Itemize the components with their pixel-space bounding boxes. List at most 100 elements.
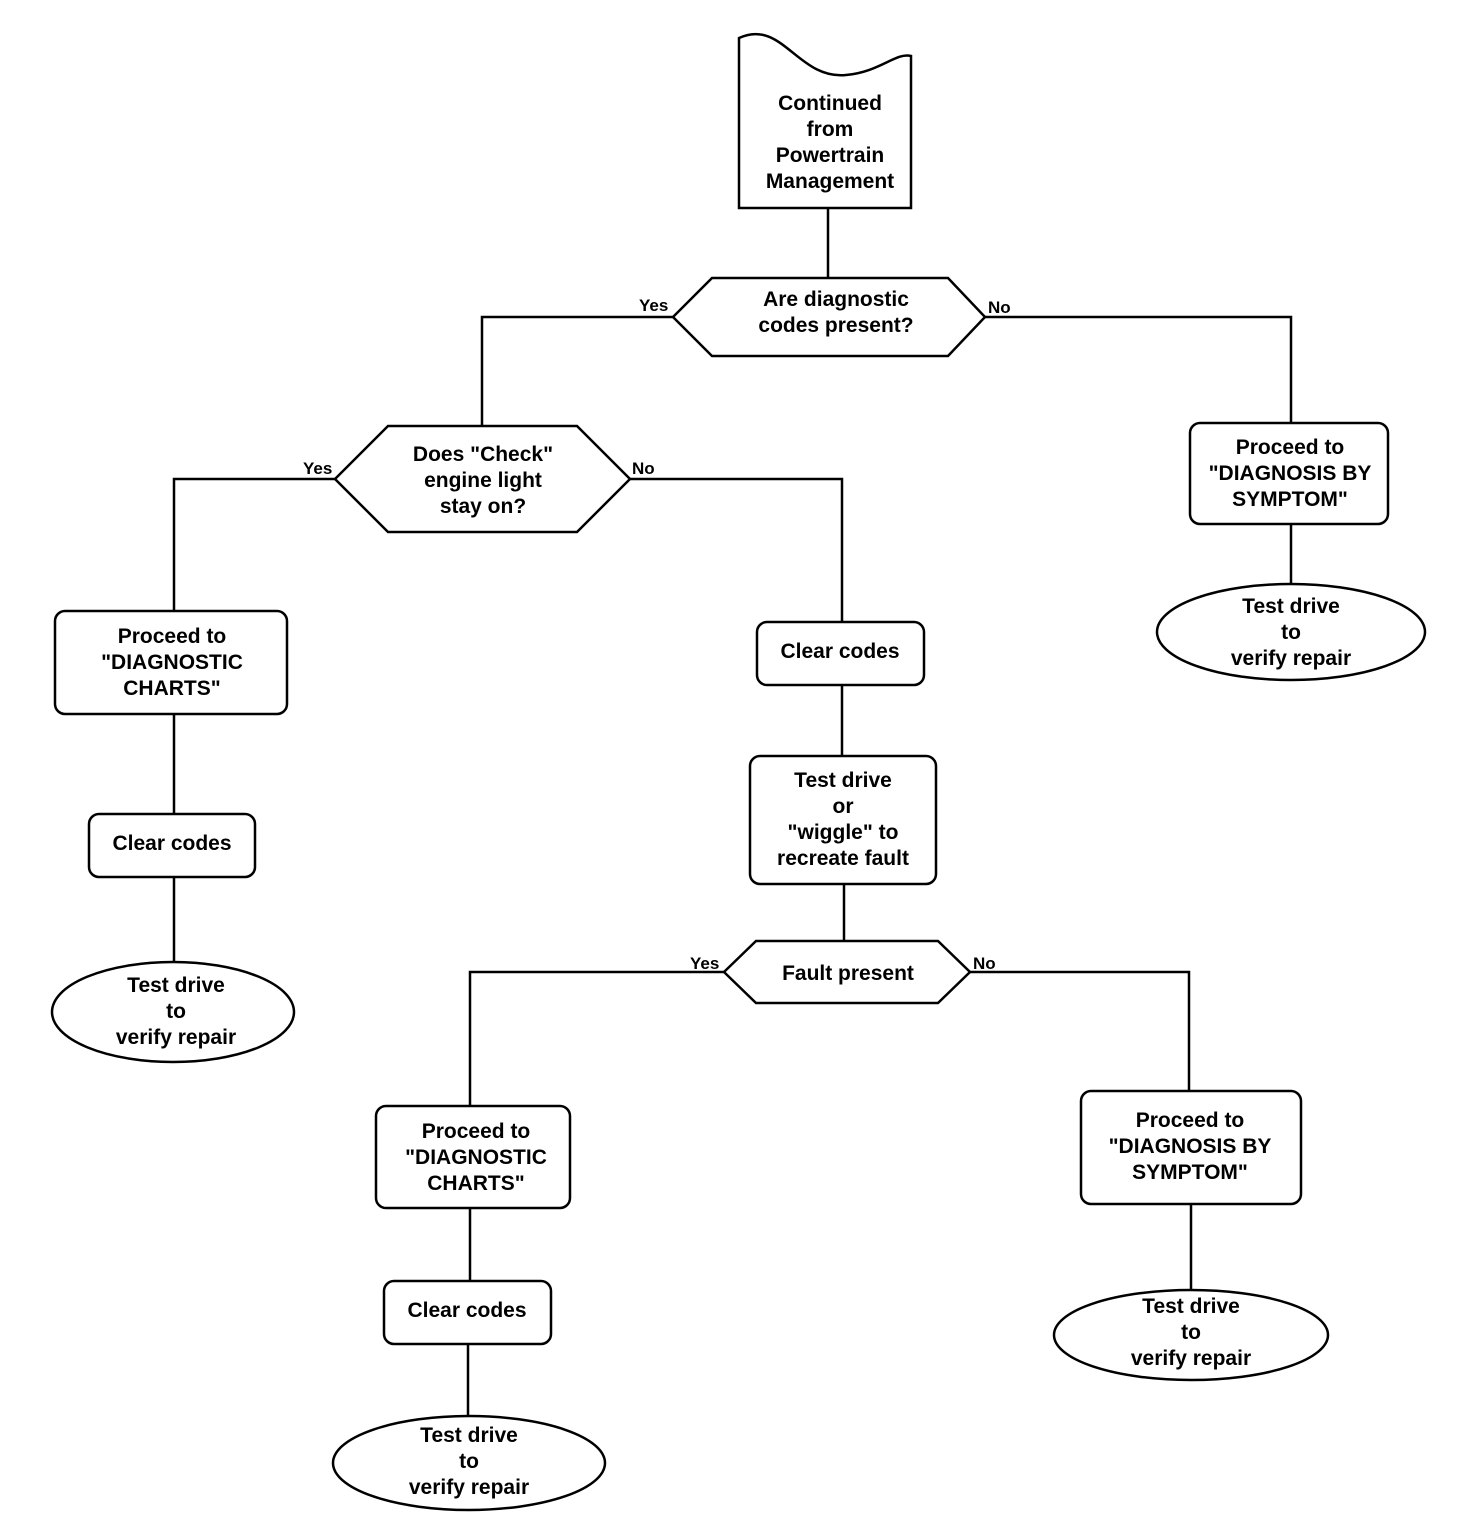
- branch-label-codes-no: No: [988, 298, 1011, 317]
- node-clear-codes-3: Clear codes: [382, 1279, 553, 1346]
- branch-label-fault-no: No: [973, 954, 996, 973]
- edge-fault-yes: [468, 970, 724, 1106]
- node-clear-codes-1: Clear codes: [87, 812, 257, 879]
- node-text-line: Test drive: [420, 1424, 518, 1447]
- node-text-line: Management: [766, 170, 894, 193]
- node-text-line: recreate fault: [777, 847, 909, 870]
- node-decision-fault-present: Fault present: [722, 939, 972, 1005]
- node-text-line: Proceed to: [1236, 436, 1345, 459]
- node-text-line: Powertrain: [776, 144, 885, 167]
- process-shape: [53, 609, 289, 716]
- decision-shape: [722, 939, 972, 1005]
- node-test-drive-verify-3: Test drive to verify repair: [331, 1414, 607, 1512]
- node-text-line: SYMPTOM": [1232, 488, 1348, 511]
- node-text-line: verify repair: [409, 1476, 529, 1499]
- node-text: Test drive to verify repair: [1131, 1295, 1251, 1370]
- node-text: Test drive to verify repair: [1231, 595, 1351, 670]
- node-text-line: Continued: [778, 92, 882, 115]
- edge-fault-no: [970, 970, 1191, 1091]
- node-text-line: Clear codes: [780, 640, 899, 663]
- node-test-drive-or-wiggle: Test drive or "wiggle" to recreate fault: [748, 754, 938, 886]
- node-text-line: Clear codes: [407, 1299, 526, 1322]
- node-text-line: CHARTS": [427, 1172, 524, 1195]
- node-text: Test drive to verify repair: [409, 1424, 529, 1499]
- branch-label-check-yes: Yes: [303, 459, 332, 478]
- edge-check-yes: [172, 477, 335, 611]
- node-text-line: Proceed to: [422, 1120, 531, 1143]
- terminal-shape: [50, 960, 296, 1064]
- connectors: [172, 208, 1293, 1416]
- node-text-line: to: [166, 1000, 186, 1023]
- terminal-shape: [331, 1414, 607, 1512]
- node-text-line: to: [459, 1450, 479, 1473]
- node-text: Clear codes: [112, 832, 231, 855]
- node-text-line: engine light: [424, 469, 542, 492]
- node-clear-codes-2: Clear codes: [755, 620, 926, 687]
- node-test-drive-verify-1: Test drive to verify repair: [1155, 582, 1427, 682]
- node-text-line: Clear codes: [112, 832, 231, 855]
- node-text-line: CHARTS": [123, 677, 220, 700]
- node-text: Proceed to "DIAGNOSTIC CHARTS": [101, 625, 243, 700]
- node-text-line: to: [1181, 1321, 1201, 1344]
- node-decision-codes-present: Are diagnostic codes present?: [671, 276, 987, 358]
- node-text-line: Test drive: [1142, 1295, 1240, 1318]
- node-test-drive-verify-2: Test drive to verify repair: [50, 960, 296, 1064]
- node-text-line: "DIAGNOSIS BY: [1209, 462, 1372, 485]
- node-text: Does "Check" engine light stay on?: [413, 443, 553, 518]
- node-text-line: to: [1281, 621, 1301, 644]
- node-text-line: SYMPTOM": [1132, 1161, 1248, 1184]
- node-text: Clear codes: [780, 640, 899, 663]
- branch-labels: Yes No Yes No Yes No: [303, 296, 1011, 973]
- node-text-line: Test drive: [794, 769, 892, 792]
- node-text-line: Test drive: [1242, 595, 1340, 618]
- node-text-line: verify repair: [1131, 1347, 1251, 1370]
- branch-label-fault-yes: Yes: [690, 954, 719, 973]
- branch-label-check-no: No: [632, 459, 655, 478]
- node-text-line: Proceed to: [1136, 1109, 1245, 1132]
- process-shape: [87, 812, 257, 879]
- process-shape: [1079, 1089, 1303, 1206]
- branch-label-codes-yes: Yes: [639, 296, 668, 315]
- node-text-line: verify repair: [116, 1026, 236, 1049]
- node-text: Fault present: [782, 962, 914, 985]
- node-text-line: Test drive: [127, 974, 225, 997]
- process-shape: [374, 1104, 572, 1210]
- node-text: Test drive to verify repair: [116, 974, 236, 1049]
- process-shape: [382, 1279, 553, 1346]
- node-text-line: codes present?: [758, 314, 913, 337]
- node-text-line: Does "Check": [413, 443, 553, 466]
- terminal-shape: [1155, 582, 1427, 682]
- document-shape: [737, 32, 913, 210]
- node-text: Proceed to "DIAGNOSIS BY SYMPTOM": [1209, 436, 1372, 511]
- node-text: Clear codes: [407, 1299, 526, 1322]
- process-shape: [755, 620, 926, 687]
- node-text-line: verify repair: [1231, 647, 1351, 670]
- node-text-line: Proceed to: [118, 625, 227, 648]
- node-text-line: from: [807, 118, 854, 141]
- process-shape: [1188, 421, 1390, 526]
- node-text-line: "wiggle" to: [788, 821, 899, 844]
- node-proceed-diagnostic-charts-1: Proceed to "DIAGNOSTIC CHARTS": [53, 609, 289, 716]
- edge-check-no: [630, 477, 844, 622]
- node-text-line: stay on?: [440, 495, 526, 518]
- node-decision-check-engine-light: Does "Check" engine light stay on?: [333, 424, 632, 534]
- node-text: Are diagnostic codes present?: [758, 288, 913, 337]
- node-text-line: "DIAGNOSTIC: [101, 651, 243, 674]
- node-text: Test drive or "wiggle" to recreate fault: [777, 769, 909, 870]
- decision-shape: [671, 276, 987, 358]
- edge-codes-no: [985, 315, 1293, 423]
- decision-shape: [333, 424, 632, 534]
- node-text-line: Are diagnostic: [763, 288, 909, 311]
- node-proceed-diagnosis-by-symptom-1: Proceed to "DIAGNOSIS BY SYMPTOM": [1188, 421, 1390, 526]
- node-test-drive-verify-4: Test drive to verify repair: [1052, 1288, 1330, 1382]
- edge-codes-yes: [480, 315, 673, 426]
- terminal-shape: [1052, 1288, 1330, 1382]
- node-text-line: or: [833, 795, 854, 818]
